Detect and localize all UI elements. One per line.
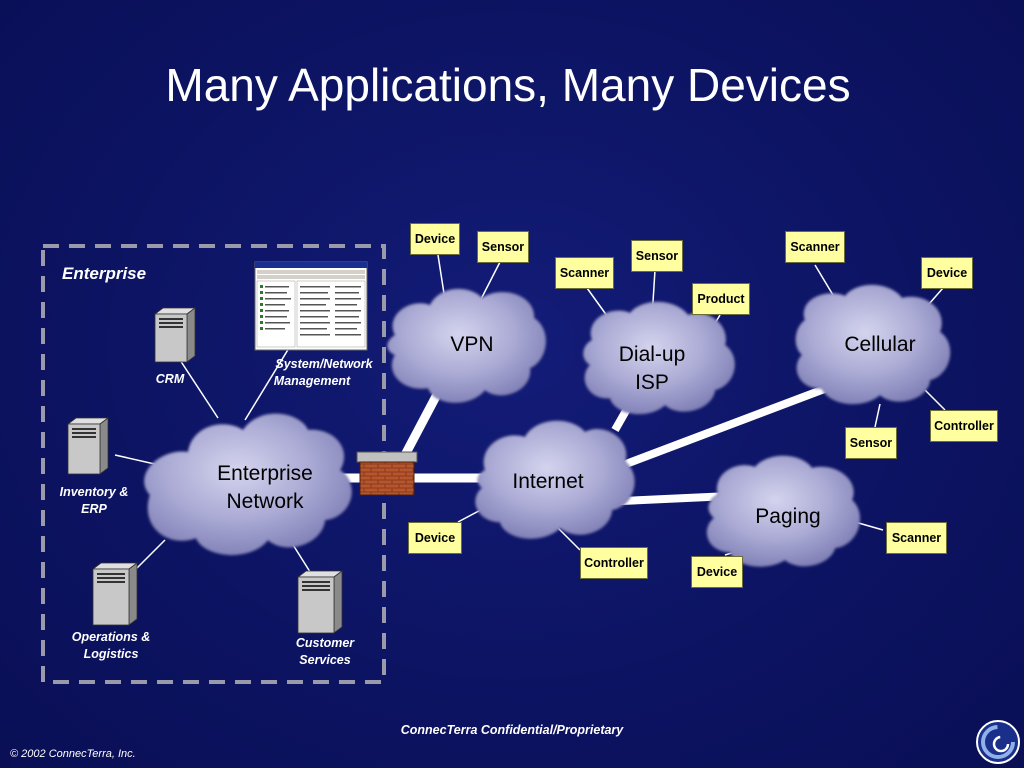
slide-title: Many Applications, Many Devices [165, 59, 851, 111]
sysmgmt-label-line2: Management [273, 374, 351, 388]
cloud-cellular [795, 284, 951, 405]
cloud-enterprise-network [143, 413, 352, 556]
dialup-line1: Dial-up [618, 343, 686, 366]
operations-label: Operations & Logistics [56, 629, 166, 663]
cellular-controller-tag: Controller [930, 410, 998, 442]
internet-controller-tag: Controller [580, 547, 648, 579]
cellular-sensor-tag: Sensor [845, 427, 897, 459]
enterprise-network-line1: Enterprise [217, 462, 313, 485]
customer-services-label-line2: Services [299, 653, 351, 667]
dialup-scanner-tag: Scanner [555, 257, 614, 289]
server-icon [153, 307, 197, 363]
enterprise-label: Enterprise [62, 264, 147, 283]
paging-label: Paging [755, 505, 821, 528]
inventory-label-line1: Inventory & [59, 485, 129, 499]
server-icon [66, 417, 110, 475]
dialup-isp-label: Dial-up ISP [602, 341, 702, 397]
copyright: © 2002 ConnecTerra, Inc. [10, 748, 136, 760]
dialup-line2: ISP [635, 371, 669, 394]
window-screenshot-icon [254, 261, 368, 351]
cloud-dialup-isp [583, 301, 735, 415]
enterprise-network-line2: Network [226, 490, 304, 513]
dialup-sensor-tag: Sensor [631, 240, 683, 272]
cloud-internet [475, 420, 635, 539]
cloud-paging [706, 455, 861, 567]
customer-services-label: Customer Services [275, 635, 375, 669]
inventory-label: Inventory & ERP [44, 484, 144, 518]
paging-scanner-tag: Scanner [886, 522, 947, 554]
crm-label: CRM [155, 372, 185, 386]
cellular-scanner-tag: Scanner [785, 231, 845, 263]
paging-device-tag: Device [691, 556, 743, 588]
internet-device-tag: Device [408, 522, 462, 554]
vpn-label: VPN [450, 333, 494, 356]
internet-label: Internet [512, 470, 584, 493]
server-icon [91, 562, 139, 626]
inventory-label-line2: ERP [81, 502, 107, 516]
operations-label-line2: Logistics [83, 647, 139, 661]
cellular-device-tag: Device [921, 257, 973, 289]
vpn-device-tag: Device [410, 223, 460, 255]
sysmgmt-label: System/Network Management [258, 356, 390, 390]
dialup-product-tag: Product [692, 283, 750, 315]
server-icon [296, 570, 344, 634]
enterprise-network-label: Enterprise Network [190, 460, 340, 516]
cellular-label: Cellular [844, 333, 916, 356]
logo-icon [976, 720, 1020, 764]
vpn-sensor-tag: Sensor [477, 231, 529, 263]
cloud-vpn [387, 288, 547, 403]
operations-label-line1: Operations & [71, 630, 151, 644]
confidential-footer: ConnecTerra Confidential/Proprietary [400, 723, 624, 737]
customer-services-label-line1: Customer [295, 636, 355, 650]
firewall-icon [356, 451, 418, 496]
sysmgmt-label-line1: System/Network [275, 357, 373, 371]
